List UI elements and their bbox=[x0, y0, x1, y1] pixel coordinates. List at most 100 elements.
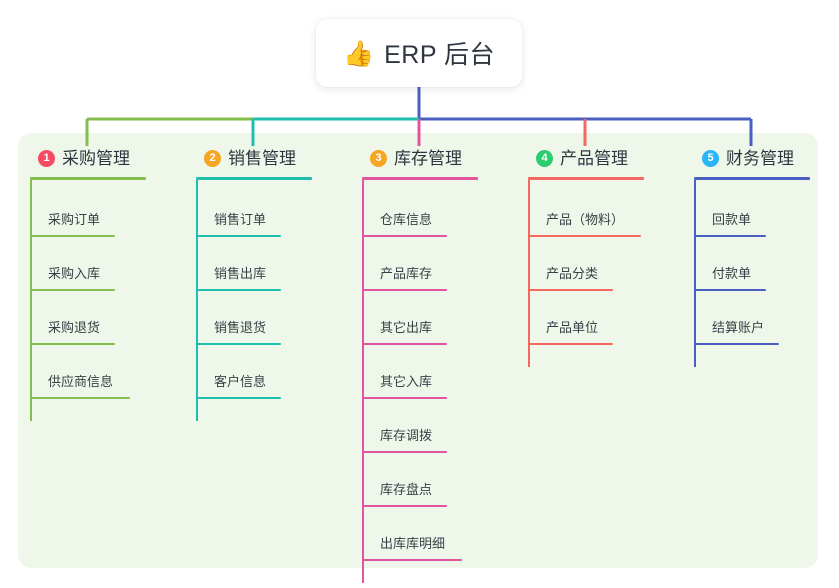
branch-badge-sales: 2 bbox=[204, 149, 221, 167]
leaf-item-label: 采购退货 bbox=[48, 320, 101, 335]
leaf-item-label: 销售订单 bbox=[214, 212, 267, 227]
leaf-item-underline bbox=[30, 397, 130, 399]
leaf-item-label: 采购入库 bbox=[48, 266, 101, 281]
leaf-item-underline bbox=[362, 559, 462, 561]
leaf-item-underline bbox=[362, 451, 447, 453]
branch-column-inventory: 3 库存管理仓库信息产品库存其它出库其它入库库存调拨库存盘点出库库明细 bbox=[362, 146, 478, 584]
leaf-item-underline bbox=[362, 343, 447, 345]
branch-title-inventory: 库存管理 bbox=[394, 148, 462, 168]
leaf-item-label: 销售退货 bbox=[214, 320, 267, 335]
leaf-item-underline bbox=[30, 343, 115, 345]
branch-trunk-finance bbox=[694, 180, 696, 367]
leaf-item-label: 结算账户 bbox=[712, 320, 765, 335]
root-node-title: ERP 后台 bbox=[384, 41, 496, 69]
leaf-item-underline bbox=[362, 289, 447, 291]
branch-badge-inventory: 3 bbox=[370, 149, 387, 167]
leaf-item-label: 库存调拨 bbox=[380, 428, 433, 443]
leaf-item-underline bbox=[30, 289, 115, 291]
leaf-item-label: 客户信息 bbox=[214, 374, 267, 389]
leaf-item-underline bbox=[362, 235, 447, 237]
leaf-item[interactable]: 其它入库 bbox=[362, 372, 447, 399]
leaf-item[interactable]: 供应商信息 bbox=[30, 372, 130, 399]
leaf-item-underline bbox=[362, 397, 447, 399]
leaf-item[interactable]: 采购退货 bbox=[30, 318, 115, 345]
branch-column-sales: 2 销售管理销售订单销售出库销售退货客户信息 bbox=[196, 146, 312, 422]
branch-header-sales[interactable]: 2 销售管理 bbox=[196, 146, 312, 170]
branch-badge-finance: 5 bbox=[702, 149, 719, 167]
leaf-item-label: 采购订单 bbox=[48, 212, 101, 227]
branch-title-purchase: 采购管理 bbox=[62, 148, 130, 168]
diagram-panel bbox=[18, 133, 818, 568]
leaf-item-underline bbox=[196, 235, 281, 237]
branch-column-product: 4 产品管理产品（物料） 产品分类产品单位 bbox=[528, 146, 644, 368]
leaf-item-underline bbox=[694, 289, 766, 291]
branch-header-product[interactable]: 4 产品管理 bbox=[528, 146, 644, 170]
branch-underline-finance bbox=[694, 177, 810, 180]
leaf-item-label: 付款单 bbox=[712, 266, 752, 281]
leaf-item[interactable]: 客户信息 bbox=[196, 372, 281, 399]
leaf-item[interactable]: 产品分类 bbox=[528, 264, 613, 291]
branch-items-sales: 销售订单销售出库销售退货客户信息 bbox=[196, 180, 312, 422]
branch-underline-product bbox=[528, 177, 644, 180]
leaf-item[interactable]: 销售出库 bbox=[196, 264, 281, 291]
leaf-item-label: 回款单 bbox=[712, 212, 752, 227]
leaf-item-label: 出库库明细 bbox=[380, 536, 446, 551]
leaf-item-label: 销售出库 bbox=[214, 266, 267, 281]
leaf-item-label: 产品单位 bbox=[546, 320, 599, 335]
leaf-item-label: 其它入库 bbox=[380, 374, 433, 389]
branch-title-sales: 销售管理 bbox=[228, 148, 296, 168]
leaf-item-underline bbox=[196, 397, 281, 399]
branch-header-purchase[interactable]: 1 采购管理 bbox=[30, 146, 146, 170]
branch-title-product: 产品管理 bbox=[560, 148, 628, 168]
branch-underline-sales bbox=[196, 177, 312, 180]
leaf-item-label: 供应商信息 bbox=[48, 374, 114, 389]
branch-badge-purchase: 1 bbox=[38, 149, 55, 167]
leaf-item[interactable]: 回款单 bbox=[694, 210, 766, 237]
leaf-item-label: 产品库存 bbox=[380, 266, 433, 281]
branch-badge-product: 4 bbox=[536, 149, 553, 167]
branch-items-finance: 回款单付款单结算账户 bbox=[694, 180, 810, 368]
leaf-item[interactable]: 库存盘点 bbox=[362, 480, 447, 507]
leaf-item[interactable]: 销售退货 bbox=[196, 318, 281, 345]
branch-trunk-product bbox=[528, 180, 530, 367]
branch-column-purchase: 1 采购管理采购订单采购入库采购退货供应商信息 bbox=[30, 146, 146, 422]
branch-trunk-purchase bbox=[30, 180, 32, 421]
leaf-item-underline bbox=[30, 235, 115, 237]
leaf-item-label: 仓库信息 bbox=[380, 212, 433, 227]
leaf-item-underline bbox=[362, 505, 447, 507]
branch-header-inventory[interactable]: 3 库存管理 bbox=[362, 146, 478, 170]
leaf-item[interactable]: 其它出库 bbox=[362, 318, 447, 345]
thumbs-up-icon: 👍 bbox=[342, 39, 375, 68]
leaf-item-underline bbox=[528, 289, 613, 291]
leaf-item-underline bbox=[528, 343, 613, 345]
leaf-item-label: 产品分类 bbox=[546, 266, 599, 281]
leaf-item-underline bbox=[528, 235, 641, 237]
leaf-item[interactable]: 产品单位 bbox=[528, 318, 613, 345]
leaf-item[interactable]: 产品库存 bbox=[362, 264, 447, 291]
branch-trunk-sales bbox=[196, 180, 198, 421]
leaf-item[interactable]: 出库库明细 bbox=[362, 534, 462, 561]
leaf-item[interactable]: 结算账户 bbox=[694, 318, 779, 345]
branch-items-purchase: 采购订单采购入库采购退货供应商信息 bbox=[30, 180, 146, 422]
leaf-item-underline bbox=[196, 289, 281, 291]
leaf-item[interactable]: 采购入库 bbox=[30, 264, 115, 291]
leaf-item-underline bbox=[694, 343, 779, 345]
root-node[interactable]: 👍 ERP 后台 bbox=[316, 19, 522, 87]
leaf-item-label: 产品（物料） bbox=[546, 212, 625, 227]
leaf-item-underline bbox=[694, 235, 766, 237]
leaf-item[interactable]: 仓库信息 bbox=[362, 210, 447, 237]
branch-underline-inventory bbox=[362, 177, 478, 180]
leaf-item-label: 其它出库 bbox=[380, 320, 433, 335]
leaf-item[interactable]: 采购订单 bbox=[30, 210, 115, 237]
branch-items-product: 产品（物料） 产品分类产品单位 bbox=[528, 180, 644, 368]
leaf-item[interactable]: 销售订单 bbox=[196, 210, 281, 237]
leaf-item[interactable]: 库存调拨 bbox=[362, 426, 447, 453]
leaf-item[interactable]: 产品（物料） bbox=[528, 210, 641, 237]
branch-items-inventory: 仓库信息产品库存其它出库其它入库库存调拨库存盘点出库库明细 bbox=[362, 180, 478, 584]
leaf-item-label: 库存盘点 bbox=[380, 482, 433, 497]
branch-trunk-inventory bbox=[362, 180, 364, 583]
leaf-item[interactable]: 付款单 bbox=[694, 264, 766, 291]
